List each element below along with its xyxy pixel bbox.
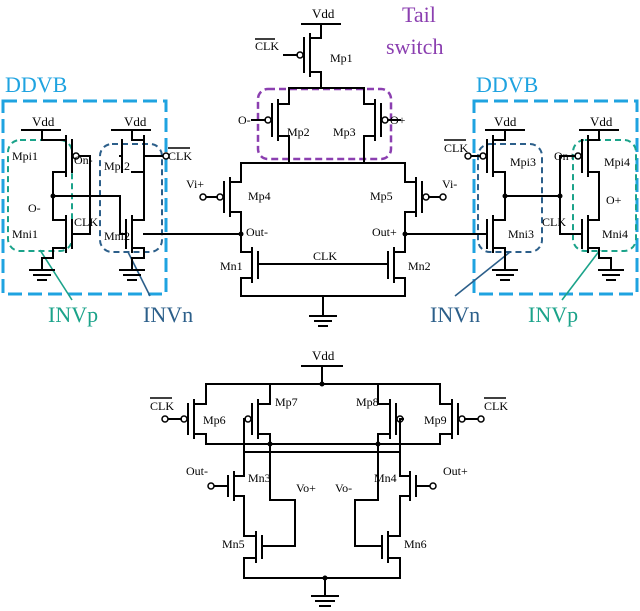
mp1-label: Mp1 bbox=[330, 51, 353, 65]
out-minus-label: Out- bbox=[246, 225, 268, 239]
mp6-label: Mp6 bbox=[203, 413, 226, 427]
clk-label-mpi2: CLK bbox=[168, 149, 192, 163]
clk-label-mp9: CLK bbox=[484, 399, 508, 413]
mn1-label: Mn1 bbox=[220, 259, 243, 273]
vdd-label-ddvb-right-1: Vdd bbox=[494, 114, 517, 129]
mp8-label: Mp8 bbox=[356, 395, 379, 409]
vi-minus-label: Vi- bbox=[442, 177, 457, 191]
mni4-label: Mni4 bbox=[602, 227, 628, 241]
mni1-label: Mni1 bbox=[12, 227, 38, 241]
clk-label-mpi3: CLK bbox=[444, 141, 468, 155]
main-latch: Vdd CLK Mp1 O- Mp2 O+ Mp3 bbox=[186, 6, 457, 327]
o-plus-top-label: O+ bbox=[390, 113, 406, 127]
mp5-label: Mp5 bbox=[370, 189, 393, 203]
mn3-label: Mn3 bbox=[248, 471, 271, 485]
invp-right-box bbox=[572, 139, 637, 252]
mp7-label: Mp7 bbox=[275, 395, 298, 409]
mpi1-label: Mpi1 bbox=[12, 149, 38, 163]
ddvb-right-box bbox=[472, 99, 639, 296]
on-minus-label: On- bbox=[74, 153, 93, 167]
vdd-label-ddvb-right-2: Vdd bbox=[590, 114, 613, 129]
o-minus-left-label: O- bbox=[28, 201, 41, 215]
out-plus-bottom-label: Out+ bbox=[443, 464, 468, 478]
invn-left-label: INVn bbox=[143, 302, 193, 327]
tail-label-line1: Tail bbox=[402, 2, 436, 27]
invp-right-pointer bbox=[561, 249, 601, 301]
mn2-label: Mn2 bbox=[408, 259, 431, 273]
vo-plus-label: Vo+ bbox=[296, 481, 316, 495]
vi-plus-label: Vi+ bbox=[186, 177, 204, 191]
invp-left-label: INVp bbox=[48, 302, 98, 327]
mp2-label: Mp2 bbox=[287, 125, 310, 139]
out-minus-bottom-label: Out- bbox=[186, 464, 208, 478]
invp-right-label: INVp bbox=[528, 302, 578, 327]
mn5-label: Mn5 bbox=[222, 537, 245, 551]
ddvb-left-box bbox=[1, 99, 168, 296]
junction-dots bbox=[50, 193, 563, 581]
mp3-label: Mp3 bbox=[333, 125, 356, 139]
mp4-label: Mp4 bbox=[248, 189, 271, 203]
o-plus-right-label: O+ bbox=[606, 193, 622, 207]
invn-right-label: INVn bbox=[430, 302, 480, 327]
ddvb-left-label: DDVB bbox=[5, 72, 67, 97]
vdd-label-mp1: Vdd bbox=[312, 6, 335, 21]
mni3-label: Mni3 bbox=[508, 227, 534, 241]
out-plus-label: Out+ bbox=[372, 225, 397, 239]
clk-label-mn: CLK bbox=[313, 249, 337, 263]
mn6-label: Mn6 bbox=[404, 537, 427, 551]
ddvb-right-label: DDVB bbox=[476, 72, 538, 97]
ddvb-left: Vdd Vdd Mpi1 O- Mni1 On- CLK bbox=[12, 114, 242, 281]
clk-label-mni1: CLK bbox=[74, 215, 98, 229]
vdd-label-bottom: Vdd bbox=[312, 348, 335, 363]
mp9-label: Mp9 bbox=[424, 413, 447, 427]
tail-label-line2: switch bbox=[386, 34, 443, 59]
vo-minus-label: Vo- bbox=[335, 481, 352, 495]
clk-label-mni4: CLK bbox=[542, 215, 566, 229]
clk-label-mp6: CLK bbox=[150, 399, 174, 413]
mpi3-label: Mpi3 bbox=[510, 155, 536, 169]
vdd-label-ddvb-left-1: Vdd bbox=[32, 114, 55, 129]
o-minus-top-label: O- bbox=[238, 113, 251, 127]
output-stage: Vdd CLK Mp6 Mp7 Mp8 bbox=[150, 348, 508, 607]
mni2-label: Mni2 bbox=[104, 229, 130, 243]
mn4-label: Mn4 bbox=[374, 471, 397, 485]
invn-right-pointer bbox=[454, 251, 511, 297]
vdd-label-ddvb-left-2: Vdd bbox=[124, 114, 147, 129]
mpi2-label: Mpi2 bbox=[104, 159, 130, 173]
mpi4-label: Mpi4 bbox=[604, 155, 630, 169]
clk-label-mp1: CLK bbox=[255, 39, 279, 53]
